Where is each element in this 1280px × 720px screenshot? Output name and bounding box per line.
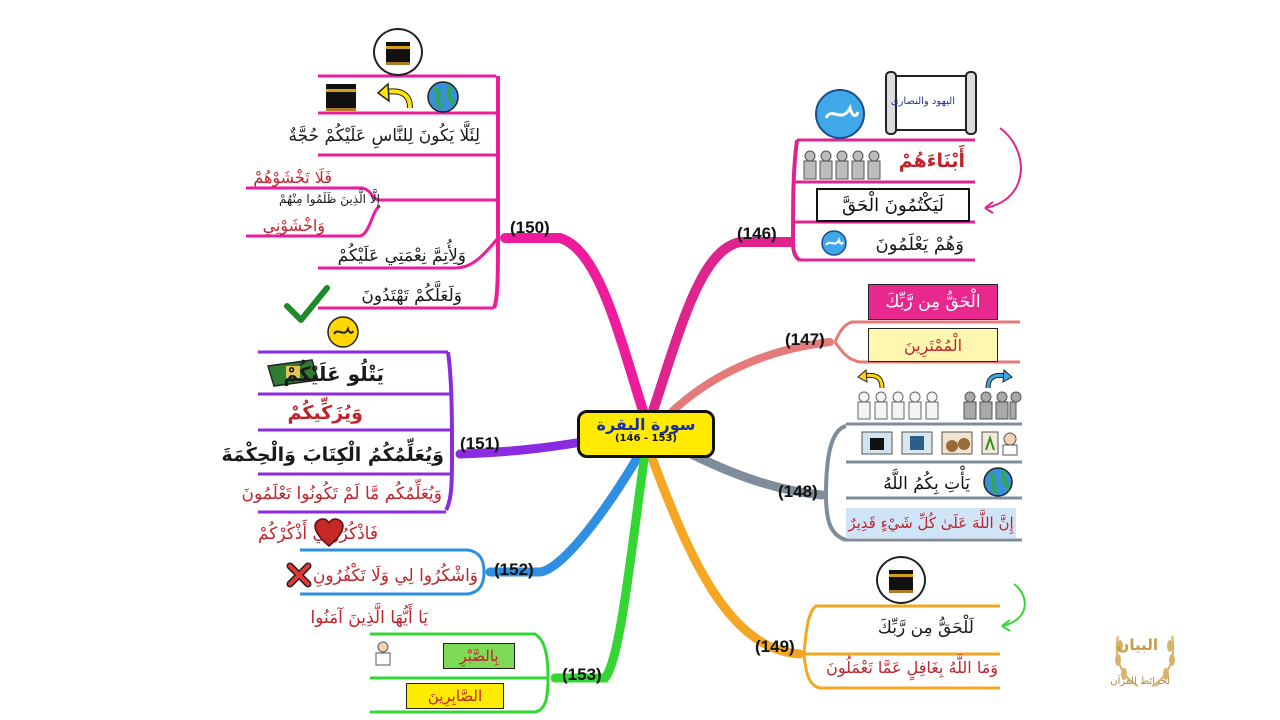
- branch-153-trunk: [550, 455, 649, 683]
- branch-152-number: (152): [494, 560, 534, 579]
- v148-line-2: إِنَّ اللَّهَ عَلَىٰ كُلِّ شَيْءٍ قَدِير…: [848, 514, 1014, 532]
- v153-line-2: بِالصَّبْرِ: [459, 647, 499, 665]
- globe-small-icon: [982, 466, 1014, 498]
- branch-153-leaves: [370, 676, 550, 714]
- v147-line-1-box: الْحَقُّ مِن رَّبِّكَ: [868, 284, 998, 320]
- branch-149-stem: [802, 604, 1000, 655]
- v151-line-3: وَيُعَلِّمُكُمُ الْكِتَابَ وَالْحِكْمَةَ: [221, 444, 444, 466]
- branch-150-number: (150): [510, 218, 550, 237]
- v150-line-3: فَلَا تَخْشَوْهُمْ: [253, 168, 332, 187]
- scroll-label: اليهود والنصارى: [890, 96, 955, 107]
- v153-line-1: يَا أَيُّهَا الَّذِينَ آمَنُوا: [310, 608, 428, 628]
- v153-line-3-box: الصَّابِرِينَ: [406, 683, 504, 709]
- branch-150-leaves: [246, 74, 500, 310]
- branch-149-return-arrow: [1001, 583, 1026, 627]
- branch-146-stem-lower: [791, 241, 801, 262]
- branch-151-number: (151): [460, 434, 500, 453]
- branch-146-return-arrow: [984, 127, 1022, 209]
- v146-line-1: أَبْنَاءَهُمْ: [898, 150, 965, 172]
- v152-line-2: وَاشْكُرُوا لِي وَلَا تَكْفُرُونِ: [312, 566, 478, 586]
- people-crowd-white-icon: [854, 390, 942, 420]
- branch-153-number: (153): [562, 665, 602, 684]
- branch-149-trunk: [647, 453, 805, 659]
- branch-151-stem: [446, 351, 454, 455]
- logo-title: البيان: [1116, 636, 1158, 654]
- person-praying-icon: [372, 640, 394, 666]
- branch-149-stem-lower: [802, 653, 1000, 690]
- branch-146-number: (146): [737, 224, 777, 243]
- branch-148-leaves: [846, 422, 1022, 542]
- v151-line-1: يَتْلُو عَلَيْكُمْ: [283, 362, 384, 386]
- v148-line-2-box: إِنَّ اللَّهَ عَلَىٰ كُلِّ شَيْءٍ قَدِير…: [846, 508, 1016, 538]
- prophet-muhammad-gold-seal-icon: [326, 316, 360, 348]
- center-title: سورة البقرة: [596, 415, 696, 434]
- quran-book-icon: [264, 356, 320, 390]
- branch-147-trunk: [656, 338, 834, 428]
- branch-148-stem: [824, 424, 847, 496]
- v150-line-1: لِئَلَّا يَكُونَ لِلنَّاسِ عَلَيْكُمْ حُ…: [288, 126, 480, 146]
- v147-line-2-box: الْمُمْتَرِينَ: [868, 328, 998, 362]
- branch-146-leaves: [793, 138, 975, 262]
- branch-151-stem-lower: [444, 453, 454, 512]
- v146-line-2-box: لَيَكْتُمُونَ الْحَقَّ: [816, 188, 970, 222]
- v146-line-2: لَيَكْتُمُونَ الْحَقَّ: [841, 194, 945, 216]
- branch-151-leaves: [258, 350, 452, 514]
- v149-line-2: وَمَا اللَّهُ بِغَافِلٍ عَمَّا تَعْمَلُو…: [826, 658, 998, 677]
- logo: [1112, 626, 1178, 692]
- worship-scenes-icons: [860, 428, 1020, 458]
- branch-146-trunk: [645, 237, 795, 425]
- branch-148-number: (148): [778, 482, 818, 501]
- people-crowd-grey-icon: [960, 390, 1022, 420]
- prophet-muhammad-seal-icon: [808, 88, 872, 140]
- v148-line-1: يَأْتِ بِكُمُ اللَّهُ: [883, 474, 970, 494]
- kaaba-small-icon: [318, 80, 364, 112]
- turn-back-arrow-icon: [376, 82, 414, 112]
- kaaba-icon: [373, 28, 423, 76]
- branch-146-stem: [791, 139, 799, 243]
- branch-152-stem: [300, 548, 486, 573]
- v151-line-2: وَيُزَكِّيكُمْ: [287, 402, 363, 424]
- v150-line-4: وَاخْشَوْنِي: [262, 216, 325, 235]
- v146-line-3: وَهُمْ يَعْلَمُونَ: [875, 234, 964, 255]
- heart-icon: [313, 518, 345, 548]
- center-subtitle: (146 - 153): [614, 433, 677, 444]
- branch-147-stem-lower: [833, 341, 1020, 364]
- v153-line-2-box: بِالصَّبْرِ: [443, 643, 515, 669]
- branch-149-number: (149): [755, 637, 795, 656]
- v150-line-2: إِلَّا الَّذِينَ ظَلَمُوا مِنْهُمْ: [279, 192, 380, 206]
- branch-150-stem-lower: [492, 237, 500, 309]
- v149-line-1: لَلْحَقُّ مِن رَّبِّكَ: [877, 618, 974, 638]
- kaaba-149-icon: [876, 556, 926, 604]
- v151-line-4: وَيُعَلِّمُكُم مَّا لَمْ تَكُونُوا تَعْل…: [241, 484, 443, 504]
- branch-153-stem: [370, 632, 550, 679]
- branch-152-stem-lower: [300, 571, 486, 596]
- v147-line-2: الْمُمْتَرِينَ: [903, 335, 963, 355]
- center-node: سورة البقرة (146 - 153): [577, 410, 715, 458]
- prophet-muhammad-seal-small-icon: [818, 230, 850, 256]
- v153-line-3: الصَّابِرِينَ: [427, 687, 483, 705]
- v147-line-1: الْحَقُّ مِن رَّبِّكَ: [885, 292, 981, 312]
- people-crowd-icon: [800, 148, 884, 180]
- v150-line-5: وَلِأُتِمَّ نِعْمَتِي عَلَيْكُمْ: [337, 246, 466, 266]
- branch-147-stem: [833, 320, 1020, 343]
- branch-148-stem-lower: [824, 494, 847, 542]
- branch-152-trunk: [485, 455, 641, 577]
- globe-icon: [426, 80, 460, 114]
- arrow-right-blue-icon: [984, 368, 1014, 390]
- cross-icon: [286, 562, 312, 588]
- scroll-icon: [882, 70, 980, 136]
- branch-147-number: (147): [785, 330, 825, 349]
- arrow-left-yellow-icon: [856, 368, 886, 390]
- logo-subtitle: لخرائط القرآن: [1110, 676, 1170, 687]
- checkmark-icon: [283, 282, 331, 326]
- branch-150-trunk: [500, 233, 651, 425]
- v150-line-6: وَلَعَلَّكُمْ تَهْتَدُونَ: [361, 286, 462, 306]
